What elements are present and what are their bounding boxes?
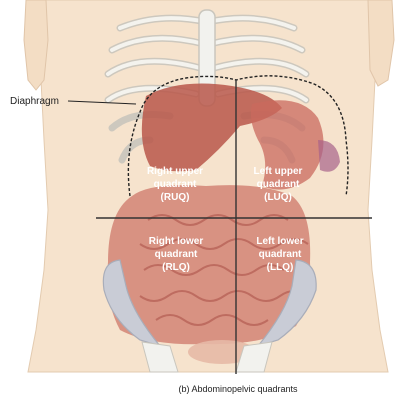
llq-name-line2: quadrant <box>259 249 302 260</box>
luq-name-line1: Left upper <box>254 166 303 177</box>
rlq-abbr: (RLQ) <box>162 262 190 273</box>
llq-name-line1: Left lower <box>256 236 303 247</box>
figure-caption: (b) Abdominopelvic quadrants <box>178 384 298 394</box>
rlq-name-line2: quadrant <box>155 249 198 260</box>
luq-abbr: (LUQ) <box>264 192 292 203</box>
rlq-name-line1: Right lower <box>149 236 204 247</box>
diaphragm-label: Diaphragm <box>10 96 59 107</box>
luq-name-line2: quadrant <box>257 179 300 190</box>
ruq-name-line1: Right upper <box>147 166 203 177</box>
ruq-abbr: (RUQ) <box>161 192 190 203</box>
right-arm <box>368 0 394 86</box>
llq-abbr: (LLQ) <box>267 262 294 273</box>
left-arm <box>24 0 48 90</box>
ruq-name-line2: quadrant <box>154 179 197 190</box>
